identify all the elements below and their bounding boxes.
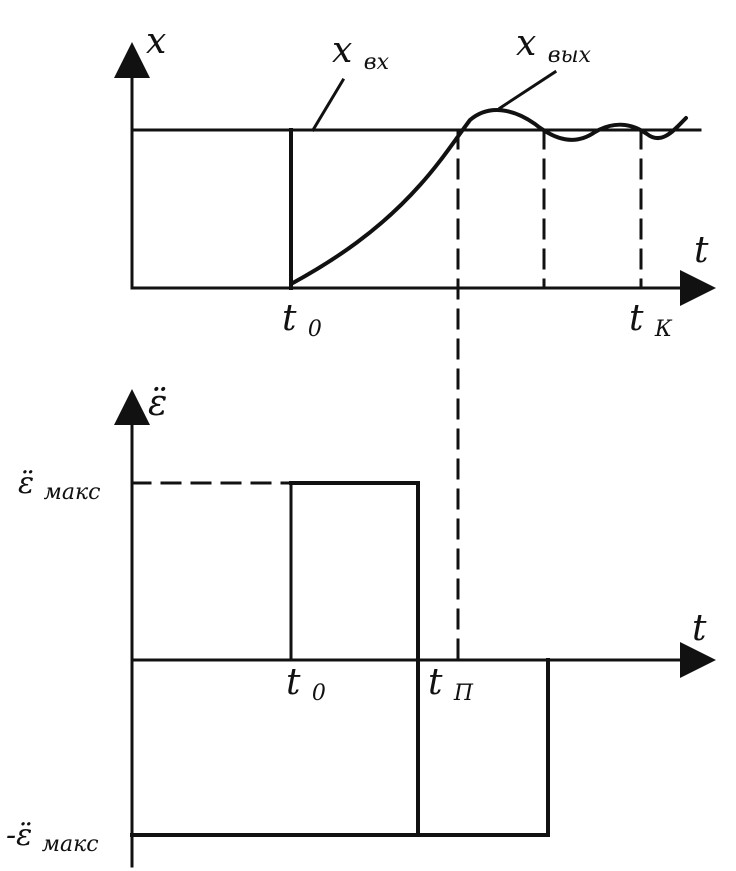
top-plot: x t x вх x вых t 0 t К xyxy=(114,21,716,342)
bottom-y-axis-label: ε̈ xyxy=(148,383,167,424)
output-label: x вых xyxy=(516,23,591,68)
top-t0-main: t xyxy=(282,298,297,339)
input-label: x вх xyxy=(332,30,390,75)
output-label-main: x xyxy=(516,23,536,64)
bottom-t0-label: t 0 xyxy=(286,662,326,706)
neg-max-label: -ε̈ макс xyxy=(6,818,99,857)
neg-max-label-sub: макс xyxy=(42,832,99,857)
bottom-x-axis-label: t xyxy=(692,608,707,649)
output-label-sub: вых xyxy=(548,43,592,68)
input-label-sub: вх xyxy=(364,50,390,75)
bottom-t0-main: t xyxy=(286,662,301,703)
bottom-tp-sub: П xyxy=(453,681,474,706)
top-y-axis-label: x xyxy=(146,21,166,62)
top-t0-sub: 0 xyxy=(308,317,322,342)
top-tk-sub: К xyxy=(654,317,673,342)
bottom-tp-label: t П xyxy=(428,662,474,706)
input-label-leader xyxy=(310,77,346,133)
top-tk-label: t К xyxy=(629,298,673,342)
bottom-plot: ε̈ t ε̈ макс -ε̈ макс t 0 t П xyxy=(6,383,716,868)
top-t0-label: t 0 xyxy=(282,298,322,342)
output-response-curve xyxy=(289,108,688,286)
top-x-axis-label: t xyxy=(694,230,709,271)
top-tk-main: t xyxy=(629,298,644,339)
output-label-leader xyxy=(497,69,558,111)
max-label: ε̈ макс xyxy=(18,466,100,505)
input-label-main: x xyxy=(332,30,352,71)
bottom-tp-main: t xyxy=(428,662,443,703)
bottom-t0-sub: 0 xyxy=(312,681,326,706)
neg-max-label-main: -ε̈ xyxy=(6,818,32,853)
max-label-main: ε̈ xyxy=(18,466,34,501)
max-label-sub: макс xyxy=(44,480,101,505)
